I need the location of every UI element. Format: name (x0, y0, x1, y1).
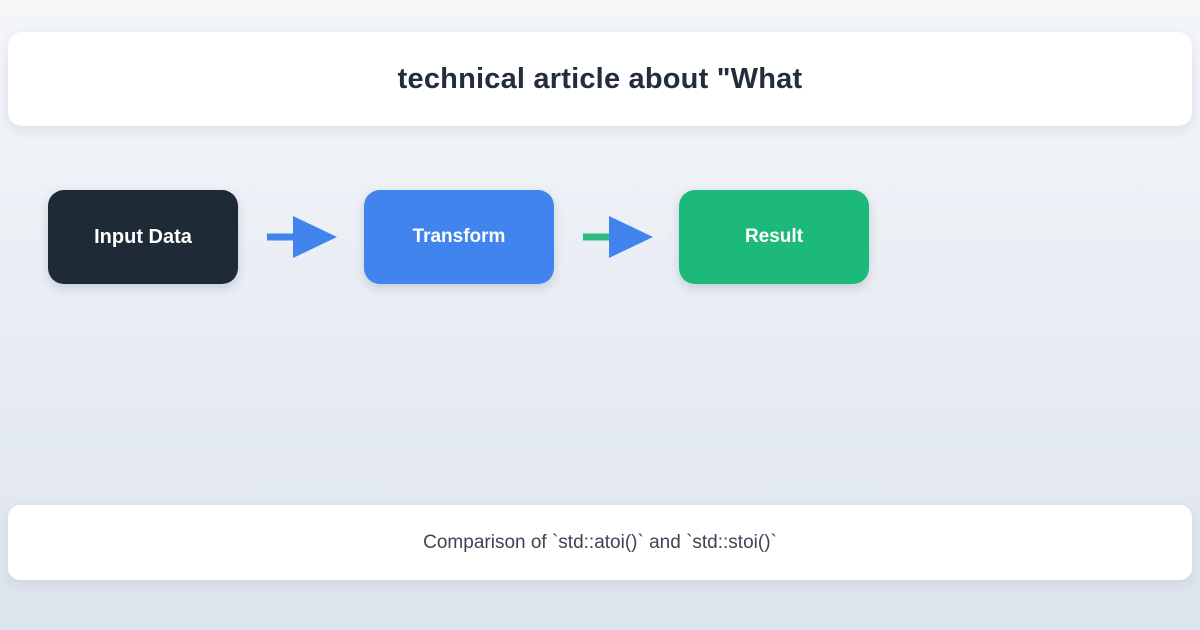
arrow-head (609, 216, 653, 258)
caption-text: Comparison of `std::atoi()` and `std::st… (423, 531, 777, 553)
flow-node-label: Transform (412, 226, 506, 247)
flow-node-label: Input Data (94, 225, 192, 248)
arrow-shaft (583, 233, 613, 241)
flow-node-result: Result (679, 190, 869, 284)
flow-node-label: Result (744, 226, 804, 247)
caption-card: Comparison of `std::atoi()` and `std::st… (8, 505, 1192, 580)
arrow-right-icon (267, 216, 337, 258)
page-title: technical article about "What (397, 62, 803, 95)
arrow-head (293, 216, 337, 258)
arrow-shaft (267, 233, 297, 241)
header-card: technical article about "What (8, 32, 1192, 126)
flow-node-input-data: Input Data (48, 190, 238, 284)
flow-node-transform: Transform (364, 190, 554, 284)
arrow-right-icon (583, 216, 653, 258)
